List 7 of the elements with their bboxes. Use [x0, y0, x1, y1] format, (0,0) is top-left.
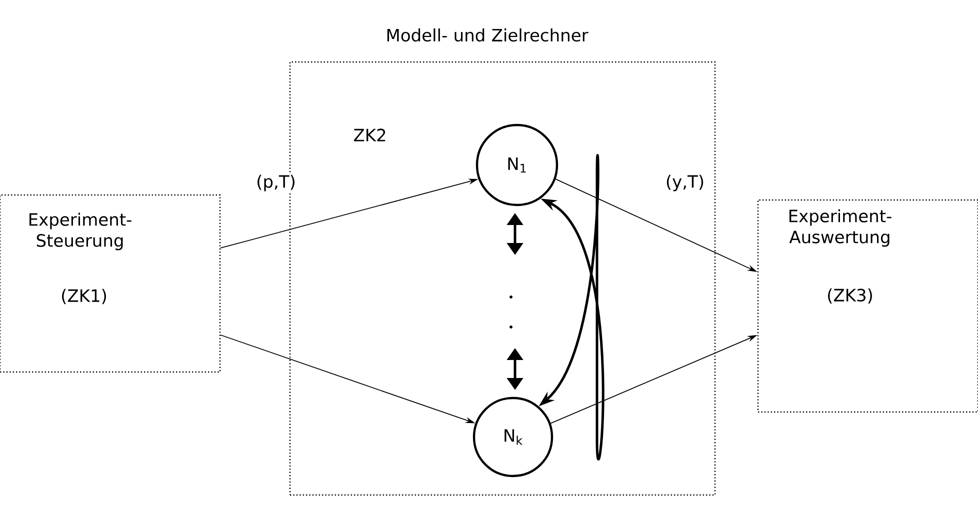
- dotted-box: Experiment-Auswertung (ZK3): [757, 199, 978, 413]
- edge-label: (y,T): [664, 174, 706, 192]
- circle-node: N$_{1}$: [476, 124, 558, 206]
- dotted-box: Experiment-Steuerung (ZK1): [0, 194, 221, 373]
- node-label: Modell- und Zielrechner: [387, 28, 588, 42]
- edge-label: (p,T): [255, 174, 297, 192]
- circle-node: N$_{k}$: [472, 396, 554, 478]
